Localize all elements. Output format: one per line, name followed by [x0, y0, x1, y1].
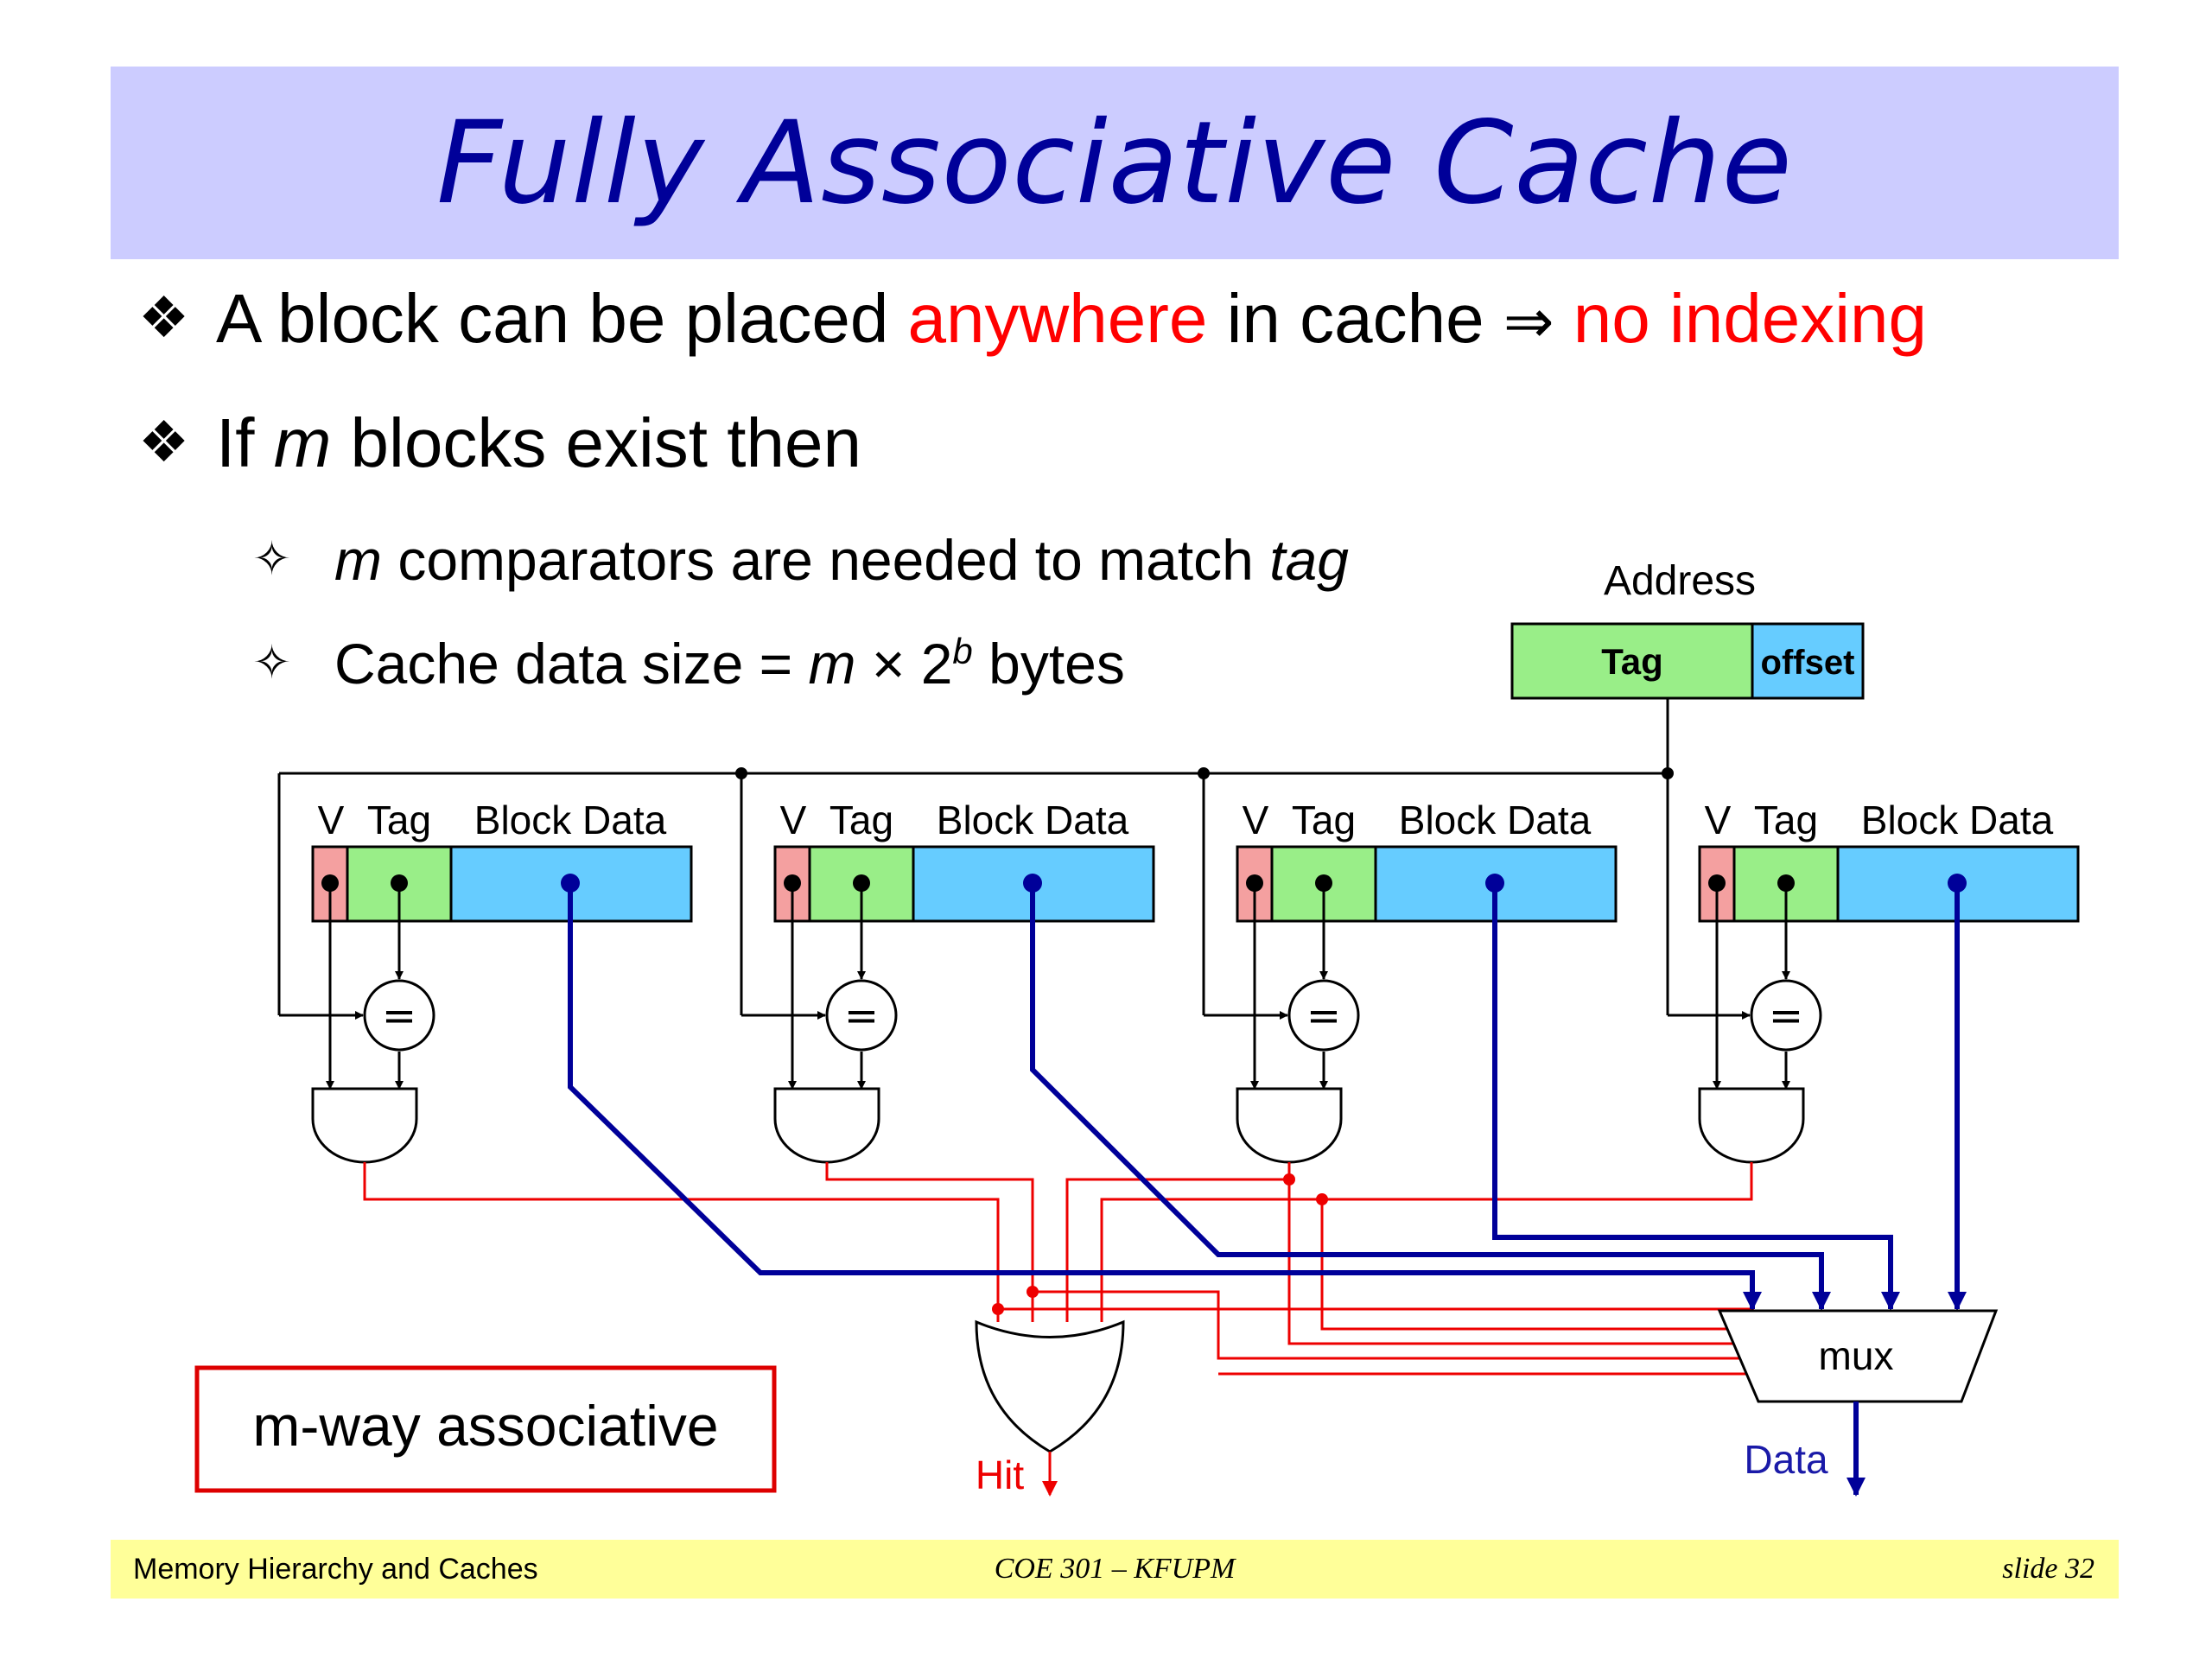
title-bar: Fully Associative Cache [111, 67, 2119, 259]
comparator-symbol: = [1306, 992, 1341, 1040]
col-data-label: Block Data [937, 798, 1129, 842]
col-v-label: V [1243, 798, 1269, 842]
address-tag-text: Tag [1601, 641, 1663, 682]
bullet1-mid: in cache [1207, 280, 1503, 357]
col-v-label: V [318, 798, 345, 842]
and-gate [1236, 1087, 1343, 1164]
data-label: Data [1744, 1437, 1828, 1482]
bullet-marker-icon: ❖ [138, 284, 190, 351]
sub-cache-size: ✧ Cache data size = m × 2b bytes [252, 631, 1125, 696]
sub2-times: × 2 [855, 632, 953, 696]
address-label: Address [1604, 558, 1756, 604]
assoc-box [194, 1365, 777, 1493]
col-tag-label: Tag [1292, 798, 1356, 842]
col-v-label: V [1705, 798, 1732, 842]
comparator-symbol: = [382, 992, 416, 1040]
bullet2-pre: If [216, 404, 274, 481]
mux-label: mux [1819, 1333, 1894, 1378]
and-gate [1698, 1087, 1805, 1164]
sub2-sup: b [952, 631, 973, 671]
data-wires [568, 883, 1967, 1311]
address-offset-text: offset [1761, 644, 1855, 682]
sub2-post: bytes [972, 632, 1125, 696]
comparator [1750, 979, 1822, 1052]
and-gate [773, 1087, 880, 1164]
or-gate [975, 1319, 1125, 1453]
col-tag-label: Tag [1754, 798, 1818, 842]
sub-marker-icon: ✧ [252, 635, 292, 690]
comparator [1287, 979, 1360, 1052]
bullet2-post: blocks exist then [331, 404, 861, 481]
col-tag-label: Tag [367, 798, 431, 842]
and-gate [311, 1087, 418, 1164]
implies-arrow-icon: ⇒ [1503, 286, 1554, 357]
col-data-label: Block Data [1399, 798, 1592, 842]
bullet1-highlight-anywhere: anywhere [907, 280, 1208, 357]
hit-wire-junctions [992, 1173, 1328, 1315]
footer-slide-number: slide 32 [2002, 1553, 2094, 1585]
bullet-anywhere: ❖ A block can be placed anywhere in cache… [138, 279, 1927, 359]
cache-block-1: V Tag Block Data = [740, 773, 1155, 1164]
footer-course: COE 301 – KFUPM [994, 1553, 1236, 1585]
sub1-var: m [334, 528, 382, 592]
hit-label: Hit [976, 1452, 1024, 1497]
bullet1-text: A block can be placed [216, 280, 908, 357]
footer-topic: Memory Hierarchy and Caches [133, 1553, 538, 1586]
bullet2-var: m [273, 404, 332, 481]
bullet-marker-icon: ❖ [138, 409, 190, 475]
cache-block-0: V Tag Block Data = [277, 773, 693, 1164]
mux [1717, 1309, 1999, 1403]
bullet1-highlight-no-indexing: no indexing [1573, 280, 1927, 357]
sub2-pre: Cache data size = [334, 632, 809, 696]
footer: Memory Hierarchy and Caches COE 301 – KF… [111, 1540, 2119, 1599]
address-offset-field [1751, 622, 1865, 700]
comparator [825, 979, 898, 1052]
assoc-box-label: m-way associative [252, 1394, 718, 1458]
col-v-label: V [780, 798, 807, 842]
col-data-label: Block Data [474, 798, 667, 842]
col-data-label: Block Data [1861, 798, 2054, 842]
bullet-m-blocks: ❖ If m blocks exist then [138, 404, 861, 483]
comparator-symbol: = [1769, 992, 1803, 1040]
cache-block-2: V Tag Block Data = [1202, 773, 1618, 1164]
comparator [363, 979, 435, 1052]
sub-marker-icon: ✧ [252, 531, 292, 586]
hit-wires [363, 1162, 1754, 1376]
sub1-mid: comparators are needed to match [381, 528, 1270, 592]
comparator-symbol: = [844, 992, 879, 1040]
sub2-var: m [808, 632, 856, 696]
cache-block-3: V Tag Block Data = [1666, 773, 2080, 1164]
sub1-tail: tag [1269, 528, 1349, 592]
col-tag-label: Tag [830, 798, 893, 842]
sub-comparators: ✧ m comparators are needed to match tag [252, 527, 1349, 593]
tag-bus [279, 698, 1669, 775]
slide-title: Fully Associative Cache [436, 96, 1793, 230]
